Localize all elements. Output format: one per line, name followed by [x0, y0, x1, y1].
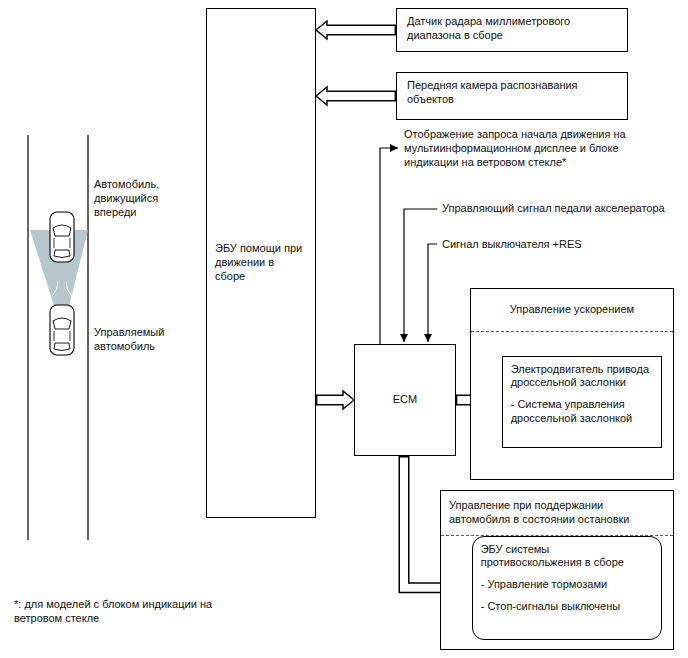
node-title: ECM [393, 393, 417, 407]
node-detail: - Управление тормозами [481, 578, 653, 592]
node-title: Передняя камера распознавания объектов [407, 79, 617, 107]
control-group: Управление при поддержании автомобиля в … [440, 490, 674, 650]
arrow-head [316, 87, 327, 105]
signal-line [404, 209, 437, 342]
node-detail: - Стоп-сигналы выключены [481, 600, 653, 614]
controlled-car [50, 305, 74, 355]
ecu-box: ЭБУ помощи при движении в сборе [206, 8, 316, 518]
signal-label: Управляемый автомобиль [94, 326, 184, 354]
road-line [87, 135, 88, 540]
ecm-box: ECM [354, 344, 456, 456]
arrow-fill [317, 396, 344, 404]
arrow-head [316, 21, 327, 39]
hollow-arrow [316, 391, 354, 409]
footnote: *: для моделей с блоком индикации на вет… [14, 598, 234, 626]
signal-label: Управляющий сигнал педали акселератора [442, 202, 672, 216]
node-title: ЭБУ системы противоскольжения в сборе [481, 543, 653, 571]
signal-line [428, 244, 437, 342]
signal-label: Автомобиль, движущийся впереди [94, 178, 172, 219]
hollow-arrow [316, 21, 396, 39]
signal-label: Сигнал выключателя +RES [442, 238, 672, 252]
actuator-box: Электродвигатель привода дроссельной зас… [502, 356, 662, 448]
arrow-fill [326, 92, 395, 100]
radar-wave [52, 282, 72, 296]
arrow-head [343, 391, 354, 409]
node-detail: - Система управления дроссельной заслонк… [511, 398, 653, 426]
node-title: Управление при поддержании автомобиля в … [441, 491, 673, 536]
signal-line [380, 148, 398, 344]
road-line [27, 135, 28, 540]
signal-label: Отображение запроса начала движения на м… [404, 128, 670, 169]
node-title: Датчик радара миллиметрового диапазона в… [407, 15, 617, 43]
node-title: Электродвигатель привода дроссельной зас… [511, 363, 653, 391]
camera-box: Передняя камера распознавания объектов [396, 72, 628, 120]
node-title: Управление ускорением [471, 289, 673, 332]
node-title: ЭБУ помощи при движении в сборе [215, 242, 307, 283]
hollow-arrow [316, 87, 396, 105]
control-group: Управление ускорениемЭлектродвигатель пр… [470, 288, 674, 480]
ecu-box: ЭБУ системы противоскольжения в сборе - У… [472, 536, 662, 640]
front-car [50, 212, 74, 262]
sensor-box: Датчик радара миллиметрового диапазона в… [396, 8, 628, 52]
arrow-fill [326, 26, 395, 34]
